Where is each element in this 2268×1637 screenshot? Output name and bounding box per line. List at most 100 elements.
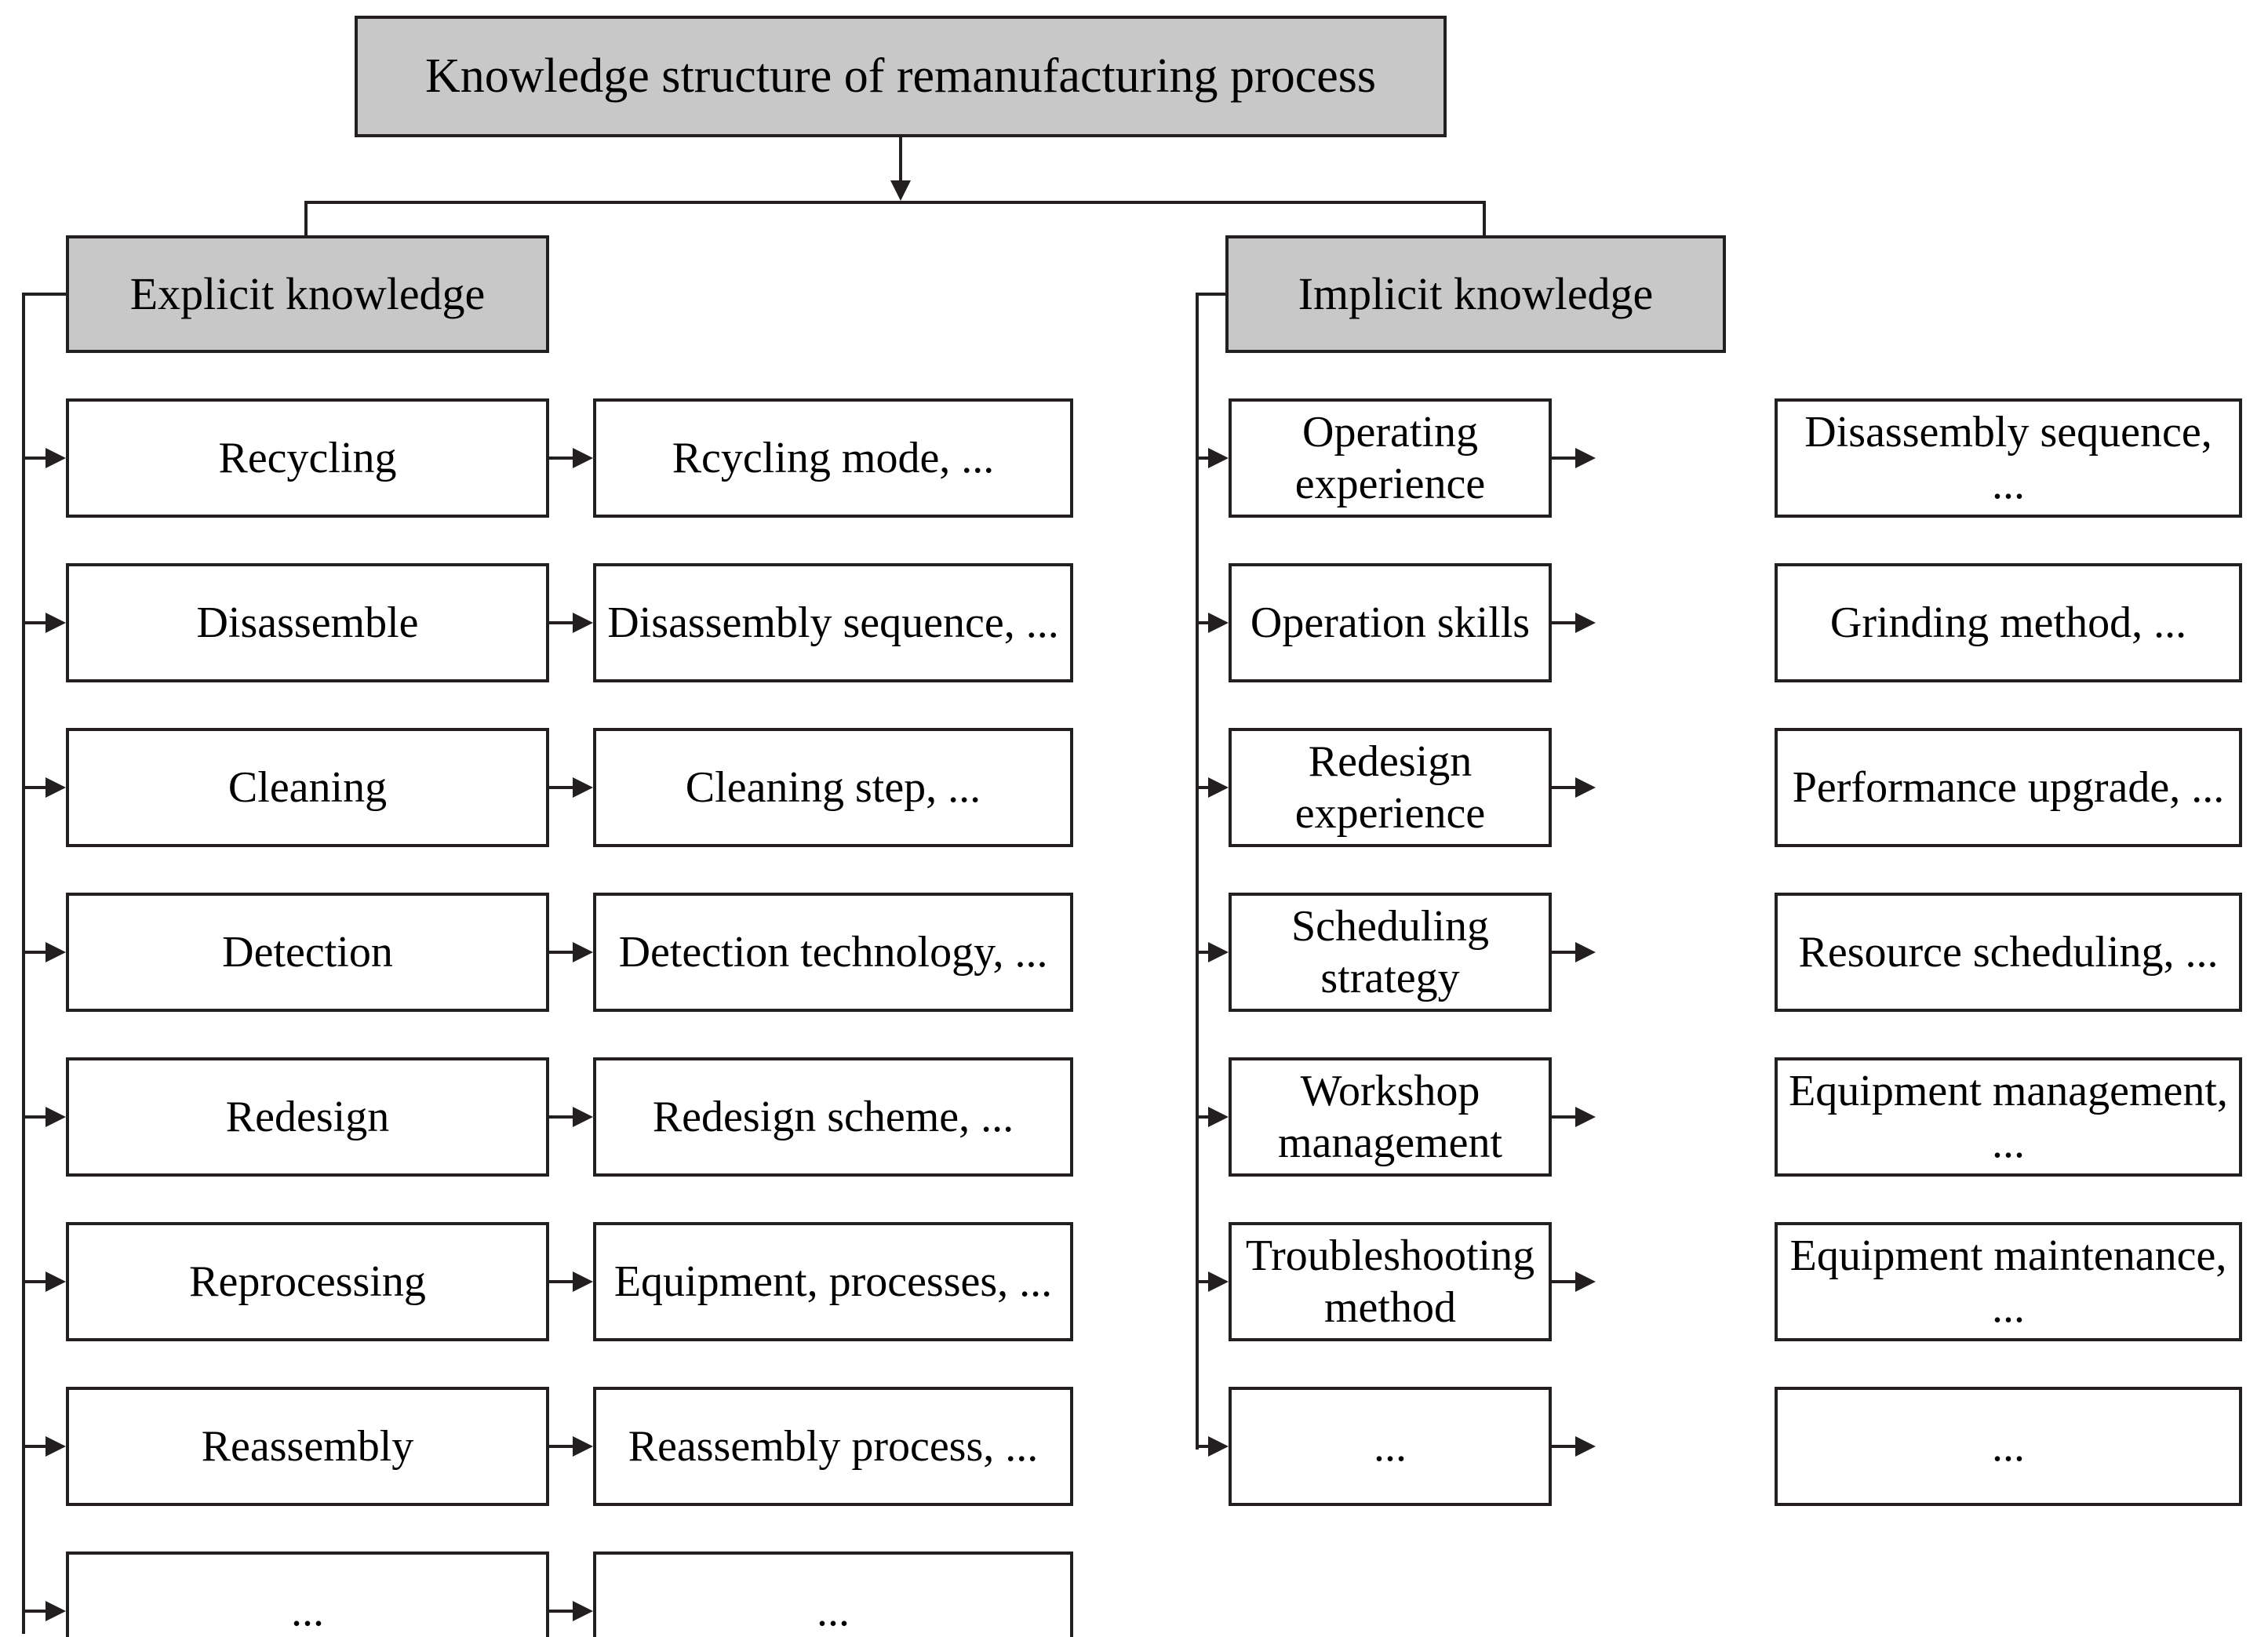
implicit-detail-box-3: Performance upgrade, ... — [1775, 728, 2242, 847]
explicit-detail-box-1: Rcycling mode, ... — [593, 398, 1073, 518]
left-detail-arrowhead-icon-4 — [573, 942, 593, 962]
split-connector-drop-left — [304, 201, 308, 238]
explicit-detail-label-6: Equipment, processes, ... — [613, 1257, 1053, 1306]
right-branch-arrowhead-icon-5 — [1208, 1107, 1229, 1127]
explicit-detail-box-6: Equipment, processes, ... — [593, 1222, 1073, 1341]
implicit-detail-box-4: Resource scheduling, ... — [1775, 893, 2242, 1012]
left-branch-arrow-line-6 — [22, 1280, 49, 1283]
left-branch-arrowhead-icon-2 — [46, 613, 66, 633]
implicit-detail-box-5: Equipment management, ... — [1775, 1057, 2242, 1177]
right-branch-arrowhead-icon-1 — [1208, 448, 1229, 468]
left-detail-arrowhead-icon-6 — [573, 1271, 593, 1292]
right-detail-arrowhead-icon-7 — [1575, 1436, 1596, 1457]
explicit-item-label-3: Cleaning — [228, 762, 388, 812]
right-detail-arrow-line-6 — [1552, 1280, 1578, 1283]
right-detail-arrow-line-7 — [1552, 1445, 1578, 1448]
implicit-detail-box-7: ... — [1775, 1387, 2242, 1506]
left-detail-arrow-line-4 — [549, 951, 576, 954]
implicit-detail-label-1: Disassembly sequence, ... — [1804, 407, 2212, 508]
implicit-item-box-7: ... — [1229, 1387, 1552, 1506]
right-branch-arrow-line-6 — [1196, 1280, 1214, 1283]
left-detail-arrow-line-2 — [549, 621, 576, 624]
category-box-explicit-knowledge: Explicit knowledge — [66, 235, 549, 353]
root-connector-vertical — [899, 137, 902, 183]
left-branch-arrowhead-icon-6 — [46, 1271, 66, 1292]
category-box-implicit-knowledge: Implicit knowledge — [1225, 235, 1726, 353]
explicit-item-box-8: ... — [66, 1552, 549, 1637]
right-branch-arrow-line-3 — [1196, 786, 1214, 789]
implicit-item-box-2: Operation skills — [1229, 563, 1552, 682]
explicit-detail-label-2: Disassembly sequence, ... — [607, 598, 1059, 647]
implicit-item-box-6: Troubleshooting method — [1229, 1222, 1552, 1341]
left-branch-arrow-line-2 — [22, 621, 49, 624]
left-detail-arrow-line-8 — [549, 1610, 576, 1613]
explicit-detail-box-7: Reassembly process, ... — [593, 1387, 1073, 1506]
right-branch-arrow-line-2 — [1196, 621, 1214, 624]
explicit-detail-box-4: Detection technology, ... — [593, 893, 1073, 1012]
left-branch-arrow-line-5 — [22, 1115, 49, 1119]
right-spine-vertical — [1196, 293, 1199, 1450]
implicit-item-box-1: Operating experience — [1229, 398, 1552, 518]
right-branch-arrow-line-7 — [1196, 1445, 1214, 1448]
left-detail-arrowhead-icon-8 — [573, 1601, 593, 1621]
left-detail-arrow-line-1 — [549, 457, 576, 460]
left-detail-arrow-line-3 — [549, 786, 576, 789]
explicit-detail-label-1: Rcycling mode, ... — [672, 433, 995, 482]
implicit-item-label-3: Redesign experience — [1294, 737, 1486, 838]
explicit-item-label-2: Disassemble — [196, 598, 419, 647]
explicit-detail-box-5: Redesign scheme, ... — [593, 1057, 1073, 1177]
right-branch-arrowhead-icon-4 — [1208, 942, 1229, 962]
right-detail-arrowhead-icon-6 — [1575, 1271, 1596, 1292]
left-branch-arrowhead-icon-5 — [46, 1107, 66, 1127]
left-branch-arrowhead-icon-8 — [46, 1601, 66, 1621]
left-branch-arrowhead-icon-7 — [46, 1436, 66, 1457]
category-label-explicit: Explicit knowledge — [129, 267, 486, 319]
right-detail-arrowhead-icon-5 — [1575, 1107, 1596, 1127]
left-branch-arrow-line-4 — [22, 951, 49, 954]
left-detail-arrowhead-icon-5 — [573, 1107, 593, 1127]
explicit-item-label-6: Reprocessing — [189, 1257, 426, 1306]
category-label-implicit: Implicit knowledge — [1298, 267, 1654, 319]
implicit-detail-label-4: Resource scheduling, ... — [1798, 927, 2219, 977]
root-title-box: Knowledge structure of remanufacturing p… — [355, 16, 1447, 137]
left-spine-stub — [22, 293, 67, 296]
left-branch-arrowhead-icon-3 — [46, 777, 66, 798]
explicit-detail-label-4: Detection technology, ... — [618, 927, 1048, 977]
right-detail-arrowhead-icon-4 — [1575, 942, 1596, 962]
explicit-item-label-4: Detection — [222, 927, 393, 977]
implicit-item-label-2: Operation skills — [1250, 598, 1531, 647]
implicit-detail-box-2: Grinding method, ... — [1775, 563, 2242, 682]
right-branch-arrowhead-icon-3 — [1208, 777, 1229, 798]
implicit-item-label-5: Workshop management — [1277, 1066, 1503, 1167]
right-detail-arrow-line-2 — [1552, 621, 1578, 624]
root-connector-arrowhead-icon — [890, 180, 911, 201]
explicit-item-box-4: Detection — [66, 893, 549, 1012]
root-title-label: Knowledge structure of remanufacturing p… — [425, 49, 1376, 103]
explicit-detail-label-7: Reassembly process, ... — [628, 1421, 1039, 1471]
left-detail-arrowhead-icon-1 — [573, 448, 593, 468]
left-detail-arrow-line-5 — [549, 1115, 576, 1119]
left-branch-arrowhead-icon-4 — [46, 942, 66, 962]
implicit-item-label-6: Troubleshooting method — [1245, 1231, 1535, 1332]
left-detail-arrowhead-icon-3 — [573, 777, 593, 798]
explicit-item-label-7: Reassembly — [201, 1421, 414, 1471]
left-detail-arrowhead-icon-2 — [573, 613, 593, 633]
explicit-item-label-5: Redesign — [225, 1092, 390, 1141]
implicit-detail-box-1: Disassembly sequence, ... — [1775, 398, 2242, 518]
left-spine-vertical — [22, 293, 25, 1634]
right-branch-arrow-line-1 — [1196, 457, 1214, 460]
explicit-item-label-1: Recycling — [218, 433, 397, 482]
explicit-detail-box-2: Disassembly sequence, ... — [593, 563, 1073, 682]
split-connector-horizontal — [304, 201, 1486, 204]
implicit-item-box-3: Redesign experience — [1229, 728, 1552, 847]
implicit-detail-label-5: Equipment management, ... — [1789, 1066, 2228, 1167]
explicit-detail-label-3: Cleaning step, ... — [685, 762, 981, 812]
left-branch-arrow-line-3 — [22, 786, 49, 789]
implicit-detail-box-6: Equipment maintenance, ... — [1775, 1222, 2242, 1341]
explicit-item-box-1: Recycling — [66, 398, 549, 518]
right-detail-arrowhead-icon-2 — [1575, 613, 1596, 633]
left-detail-arrowhead-icon-7 — [573, 1436, 593, 1457]
implicit-item-label-4: Scheduling strategy — [1291, 901, 1489, 1002]
right-detail-arrow-line-4 — [1552, 951, 1578, 954]
implicit-detail-label-2: Grinding method, ... — [1829, 598, 2187, 647]
